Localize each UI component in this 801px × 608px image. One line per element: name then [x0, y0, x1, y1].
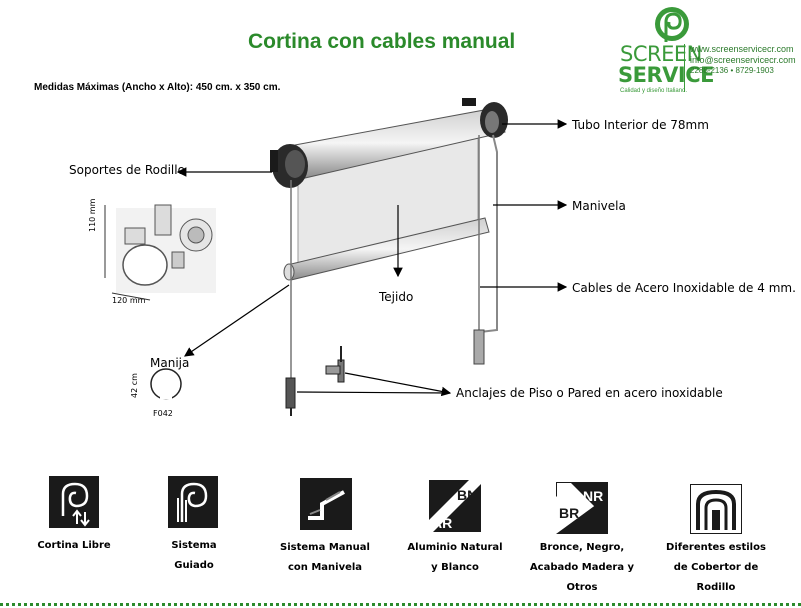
- handle-profile: [150, 368, 182, 400]
- label-tubo: Tubo Interior de 78mm: [572, 118, 709, 132]
- logo-divider: [684, 44, 685, 92]
- free-curtain-icon: [49, 476, 99, 528]
- email-link[interactable]: info@screenservicecr.com: [690, 55, 796, 65]
- width-dim-line: [111, 292, 151, 301]
- bottom-bar: [283, 217, 490, 281]
- badge-bn: BN: [457, 487, 477, 503]
- logo-emblem-icon: [655, 7, 689, 42]
- screen-service-logo: SCREEN SERVICE Calidad y diseño Italiano…: [608, 4, 798, 98]
- left-bracket: [270, 144, 308, 188]
- max-measures: Medidas Máximas (Ancho x Alto): 450 cm. …: [34, 82, 281, 93]
- anclajes-arrow-2: [296, 391, 451, 394]
- handle-size-label: 42 cm: [130, 373, 139, 398]
- width-dim-label: 120 mm: [112, 296, 146, 305]
- feature-label-aluminio: Aluminio Natural y Blanco: [407, 542, 503, 573]
- crank-handle: [473, 134, 498, 365]
- right-bracket: [462, 98, 508, 138]
- website-link[interactable]: www.screenservicecr.com: [690, 44, 794, 54]
- bracket-detail: [116, 204, 216, 293]
- label-manivela: Manivela: [572, 199, 626, 213]
- label-soportes: Soportes de Rodillo: [69, 163, 185, 177]
- floor-anchor: [285, 377, 296, 416]
- badge-ar: AR: [432, 515, 452, 531]
- label-tejido: Tejido: [379, 290, 414, 304]
- page-title: Cortina con cables manual: [248, 30, 516, 53]
- feature-label-bronce: Bronce, Negro, Acabado Madera y Otros: [529, 542, 635, 593]
- label-manija: Manija: [150, 356, 190, 370]
- handle-code-label: F042: [153, 409, 173, 418]
- height-dim-label: 110 mm: [88, 198, 97, 232]
- phone-numbers: 2288-2136 • 8729-1903: [690, 66, 774, 75]
- label-cables: Cables de Acero Inoxidable de 4 mm.: [572, 281, 796, 295]
- anclajes-arrow-1: [344, 372, 452, 397]
- feature-label-free: Cortina Libre: [37, 540, 111, 551]
- wall-anchor: [325, 346, 345, 383]
- badge-br: BR: [559, 505, 579, 521]
- bn-ar-icon: BN AR: [429, 480, 481, 532]
- footer-dotted-divider: [0, 603, 801, 606]
- feature-label-crank: Sistema Manual con Manivela: [280, 542, 370, 573]
- logo-screen-text: SCREEN: [620, 42, 702, 66]
- badge-nr: NR: [583, 488, 603, 504]
- cover-styles-icon: [690, 484, 742, 534]
- logo-service-text: SERVICE: [618, 63, 714, 87]
- roller-diagram: [104, 98, 568, 416]
- nr-br-icon: NR BR: [556, 482, 608, 534]
- label-anclajes: Anclajes de Piso o Pared en acero inoxid…: [456, 386, 723, 400]
- guided-system-icon: [168, 476, 218, 528]
- feature-label-guided: Sistema Guiado: [171, 540, 217, 571]
- feature-label-cobertor: Diferentes estilos de Cobertor de Rodill…: [666, 542, 766, 593]
- logo-tagline: Calidad y diseño Italiano.: [620, 88, 688, 94]
- crank-icon: [300, 478, 352, 530]
- manija-arrow: [184, 284, 290, 357]
